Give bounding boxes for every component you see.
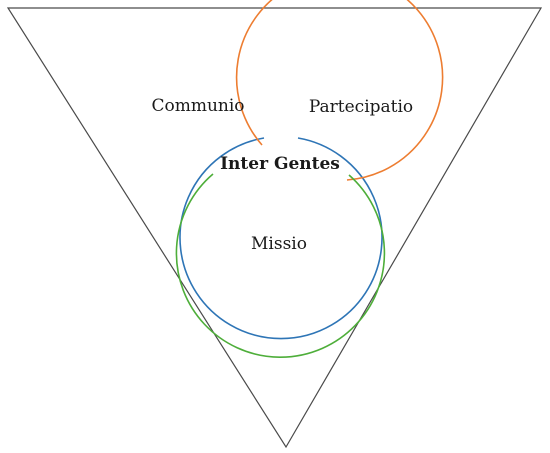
partecipatio-label: Partecipatio (309, 97, 413, 117)
missio-circle (175, 173, 386, 358)
inter-gentes-label: Inter Gentes (220, 154, 340, 174)
inverted-triangle (6, 7, 543, 449)
communio-circle (179, 137, 383, 340)
missio-label: Missio (251, 234, 307, 254)
communio-label: Communio (151, 96, 244, 116)
partecipatio-circle (235, 0, 444, 181)
